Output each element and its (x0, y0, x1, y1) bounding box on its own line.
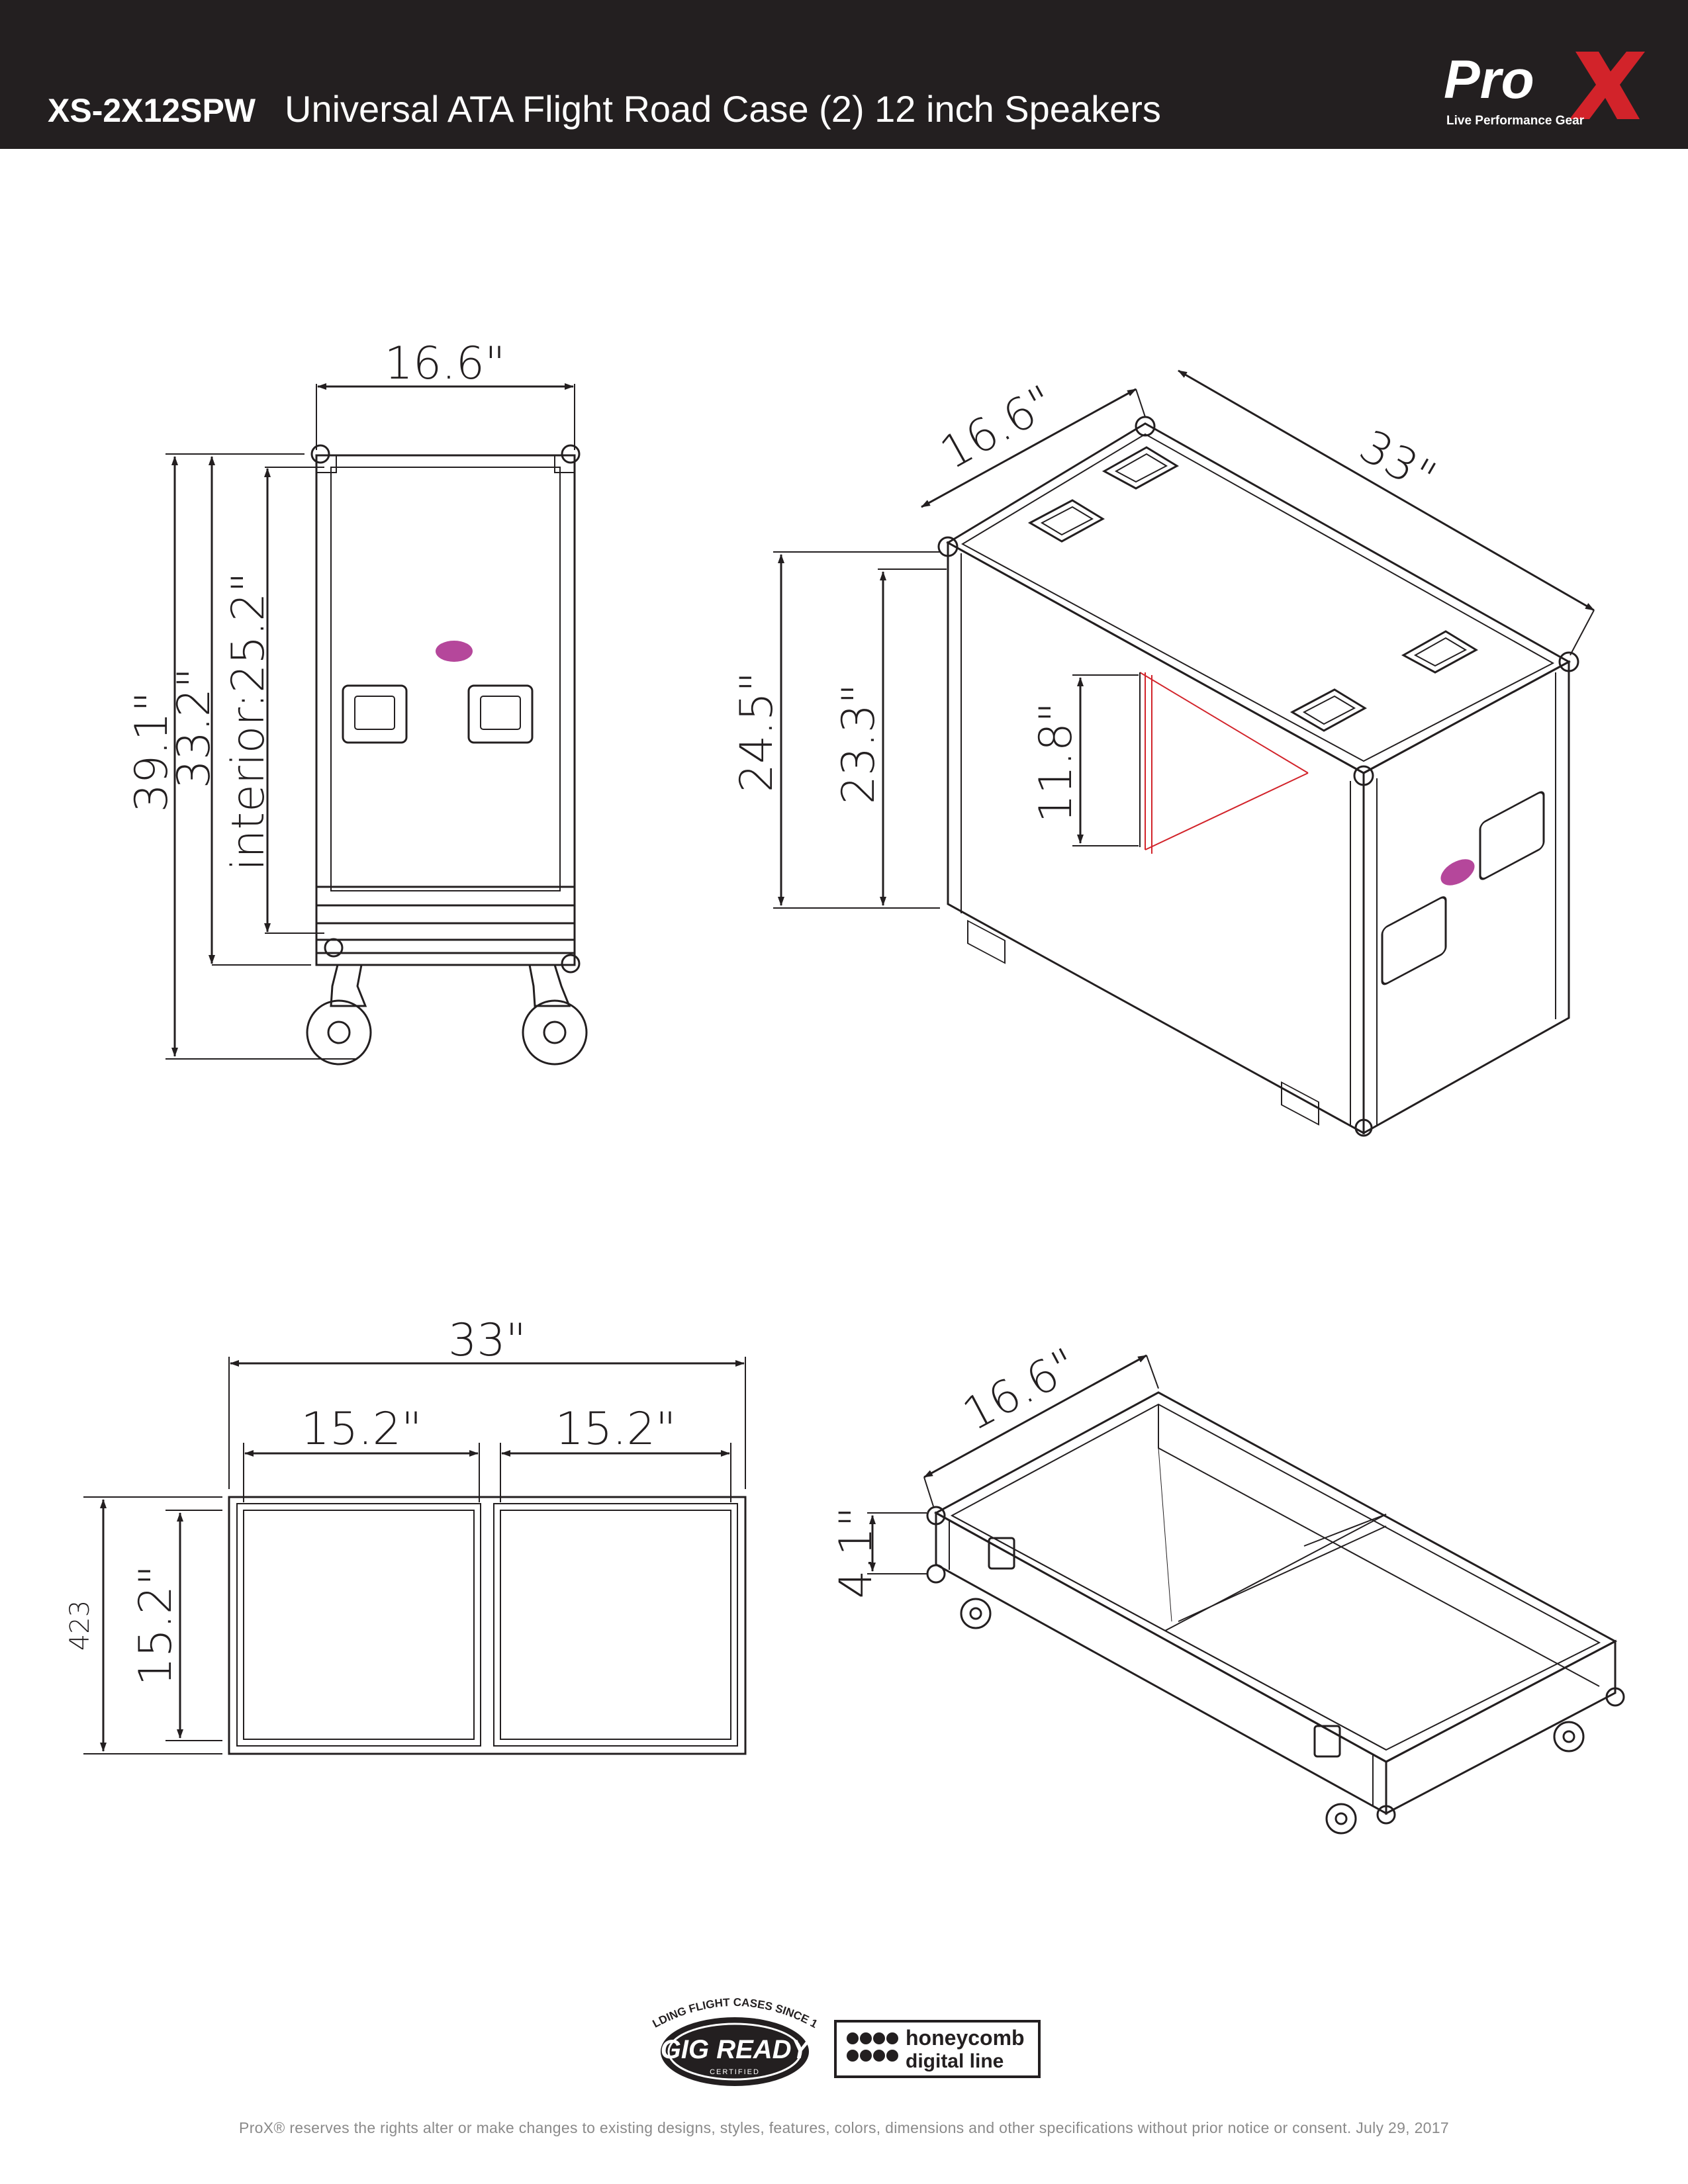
top-view (228, 1496, 747, 1755)
front-dimensions (165, 383, 575, 1060)
top-length-label: 33" (448, 1314, 526, 1367)
front-interior-height-label: interior:25.2" (222, 572, 275, 870)
product-title: Universal ATA Flight Road Case (2) 12 in… (285, 88, 1161, 130)
open-base-height-label: 4.1" (830, 1506, 882, 1598)
corner-ball-tl (310, 444, 330, 464)
open-depth-label: 16.6" (955, 1338, 1086, 1441)
top-compartment-right (493, 1503, 738, 1747)
front-handle-left (342, 684, 408, 744)
open-base-view (926, 1391, 1625, 1835)
iso-top-handle-2 (1102, 446, 1179, 490)
footer-disclaimer: ProX® reserves the rights alter or make … (239, 2119, 1449, 2136)
iso-outer-height-label: 24.5" (731, 672, 783, 793)
open-caster-3 (1553, 1721, 1585, 1752)
front-caster-right (522, 964, 588, 1066)
open-right-side (1385, 1639, 1617, 1815)
iso-inner-height-label: 23.3" (833, 684, 885, 805)
open-caster-2 (1325, 1803, 1357, 1835)
header-bar: XS-2X12SPW Universal ATA Flight Road Cas… (0, 0, 1688, 149)
iso-brand-plate (1440, 859, 1475, 886)
iso-side-handle-2 (1479, 791, 1545, 880)
top-depth-label: 15.2" (130, 1565, 182, 1686)
front-width-label: 16.6" (385, 338, 506, 390)
open-front-side (935, 1511, 1387, 1815)
open-dimensions (867, 1354, 1159, 1574)
front-panel-inner (330, 467, 561, 891)
front-brand-plate (436, 641, 473, 662)
iso-length-label: 33" (1350, 420, 1444, 504)
iso-front-face (947, 541, 1365, 1135)
top-side-label: 423 (65, 1600, 95, 1651)
top-compartment-left (236, 1503, 481, 1747)
open-caster-1 (960, 1598, 992, 1629)
open-latch-1 (988, 1537, 1015, 1570)
iso-lid-height-label: 11.8" (1030, 702, 1082, 823)
corner-ball-tr (561, 444, 581, 464)
front-case-outline (315, 454, 576, 966)
top-dimensions (83, 1357, 746, 1754)
front-total-height-label: 39.1" (126, 692, 178, 813)
iso-top-handle-3 (1289, 688, 1367, 732)
logo-word: Pro (1444, 50, 1534, 110)
prox-logo: Pro Live Performance Gear (1444, 50, 1645, 128)
top-left-compartment-label: 15.2" (301, 1403, 422, 1455)
iso-side-face (1362, 660, 1570, 1135)
open-latch-2 (1313, 1725, 1341, 1758)
front-handle-right (467, 684, 534, 744)
model-number: XS-2X12SPW (48, 92, 256, 129)
logo-x-shape (1570, 52, 1645, 119)
iso-top-handle-4 (1401, 630, 1478, 674)
iso-dimensions (773, 369, 1595, 909)
front-caster-left (306, 964, 372, 1066)
top-right-compartment-label: 15.2" (555, 1403, 677, 1455)
logo-tagline: Live Performance Gear (1446, 114, 1585, 128)
iso-side-handle-1 (1381, 896, 1447, 985)
top-outer (228, 1496, 747, 1755)
front-case-height-label: 33.2" (168, 668, 220, 789)
iso-top-handle-1 (1027, 499, 1105, 543)
corner-ball-br (561, 954, 581, 974)
corner-ball-bl (324, 938, 344, 958)
front-view (306, 444, 588, 1066)
